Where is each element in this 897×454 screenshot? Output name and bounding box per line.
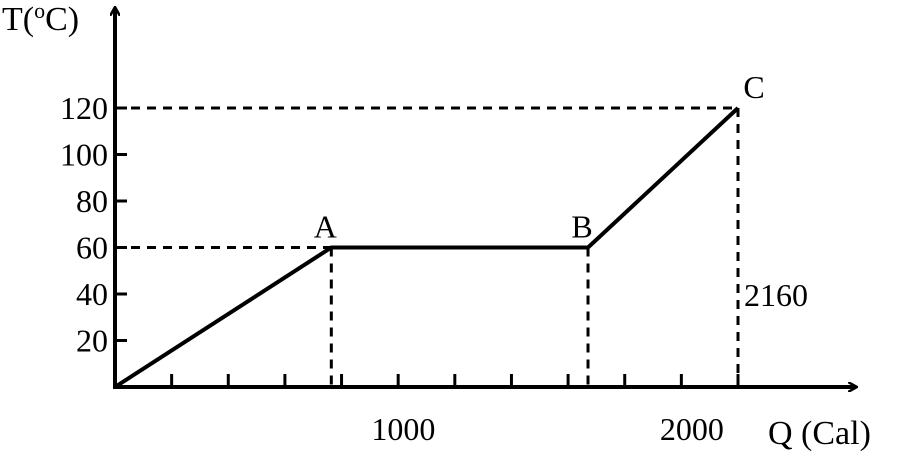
y-tick-label: 40 <box>76 276 108 312</box>
y-tick-label: 120 <box>60 90 108 126</box>
x-tick-label: 2000 <box>660 411 724 447</box>
point-label-A: A <box>314 209 337 245</box>
y-axis-label: T(oC) <box>2 0 79 38</box>
y-tick-label: 80 <box>76 183 108 219</box>
y-tick-label: 20 <box>76 323 108 359</box>
point-label-C: C <box>743 69 764 105</box>
annotation-q-value: 2160 <box>744 277 808 313</box>
y-tick-label: 100 <box>60 137 108 173</box>
x-tick-label: 1000 <box>371 411 435 447</box>
y-tick-label: 60 <box>76 230 108 266</box>
heating-curve-line <box>113 106 740 389</box>
point-label-B: B <box>571 209 592 245</box>
x-axis-label: Q (Cal) <box>768 415 871 452</box>
